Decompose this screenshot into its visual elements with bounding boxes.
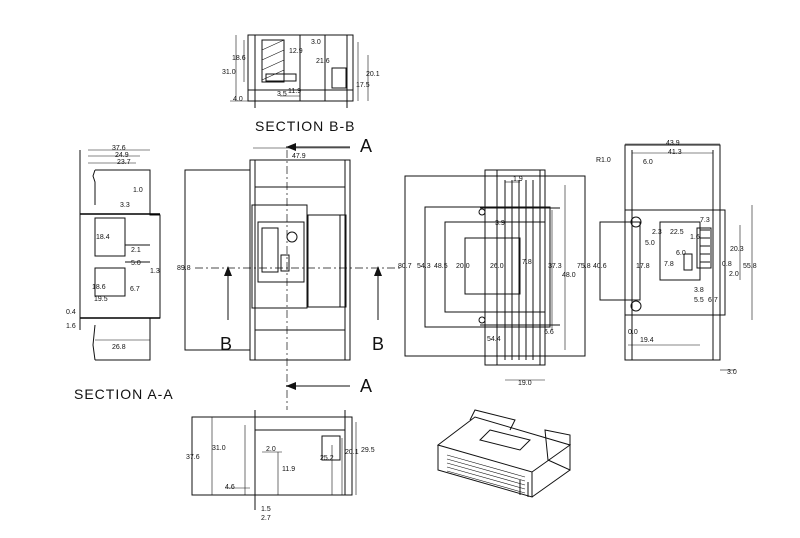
dim-aa-19-5: 19.5 — [94, 296, 108, 303]
dim-bb-3-5: 3.5 — [277, 91, 287, 98]
section-aa-label: SECTION A-A — [74, 386, 174, 402]
dim-bb-3-0: 3.0 — [311, 39, 321, 46]
dim-side-37-3: 37.3 — [548, 263, 562, 270]
dim-aa-3-3: 3.3 — [120, 202, 130, 209]
dim-bb-4-0: 4.0 — [233, 96, 243, 103]
dim-right-17-8: 17.8 — [636, 263, 650, 270]
dim-bb-11-9: 11.9 — [288, 88, 301, 95]
dim-side-1-9: 1.9 — [513, 176, 523, 183]
section-bb-view: 18.6 31.0 12.9 3.0 21.6 20.1 17.5 11.9 3… — [222, 34, 380, 134]
front-view: 47.9 89.8 A A B B — [177, 136, 400, 410]
dim-bb-31-0: 31.0 — [222, 69, 236, 76]
section-arrow-b-left: B — [220, 334, 232, 354]
dim-bottom-20-1: 20.1 — [345, 449, 359, 456]
dim-side-7-8: 7.8 — [522, 259, 532, 266]
dim-right-2-3: 2.3 — [652, 229, 662, 236]
dim-aa-18-4: 18.4 — [96, 234, 110, 241]
dim-right-20-3: 20.3 — [730, 246, 744, 253]
dim-right-19-4: 19.4 — [640, 337, 654, 344]
bottom-view: 37.6 31.0 2.0 11.9 25.2 20.1 29.5 4.6 1.… — [186, 410, 375, 522]
dim-front-47-9: 47.9 — [292, 153, 306, 160]
dim-right-55-8: 55.8 — [743, 263, 757, 270]
dim-front-89-8: 89.8 — [177, 265, 191, 272]
dim-right-1-6: 1.6 — [690, 234, 700, 241]
dim-aa-1-6: 1.6 — [66, 323, 76, 330]
dim-right-2-0: 2.0 — [729, 271, 739, 278]
section-aa-view: 37.6 24.9 23.7 1.0 3.3 18.4 2.1 5.0 1.3 … — [66, 145, 174, 402]
dim-right-0-8: 0.8 — [722, 261, 732, 268]
dim-bottom-37-6: 37.6 — [186, 454, 200, 461]
dim-right-41-3: 41.3 — [668, 149, 682, 156]
dim-right-6-7: 6.7 — [708, 297, 718, 304]
right-view: 43.9 41.3 R1.0 6.0 7.3 22.5 2.3 5.0 40.6… — [593, 140, 757, 376]
dim-bottom-31-0: 31.0 — [212, 445, 226, 452]
dim-side-20-0: 20.0 — [456, 263, 470, 270]
dim-aa-24-9: 24.9 — [115, 152, 129, 159]
dim-bb-21-6: 21.6 — [316, 58, 330, 65]
side-view: 1.9 3.9 80.7 54.3 48.5 20.0 26.0 7.8 37.… — [398, 169, 591, 387]
section-arrow-a-top: A — [360, 136, 372, 156]
dim-side-48-5: 48.5 — [434, 263, 448, 270]
dim-right-3-0: 3.0 — [727, 369, 737, 376]
dim-bb-18-6: 18.6 — [232, 55, 246, 62]
dim-bottom-29-5: 29.5 — [361, 447, 375, 454]
dim-right-r1-0: R1.0 — [596, 157, 611, 164]
dim-aa-1-3: 1.3 — [150, 268, 160, 275]
dim-right-7-8: 7.8 — [664, 261, 674, 268]
dim-bottom-2-7: 2.7 — [261, 515, 271, 522]
dim-side-54-4: 54.4 — [487, 336, 501, 343]
dim-right-6-0: 6.0 — [643, 159, 653, 166]
dim-bb-17-5: 17.5 — [356, 82, 370, 89]
dim-side-3-9: 3.9 — [495, 220, 505, 227]
dim-aa-23-7: 23.7 — [117, 159, 131, 166]
dim-aa-26-8: 26.8 — [112, 344, 126, 351]
dim-aa-2-1: 2.1 — [131, 247, 141, 254]
dim-aa-18-6: 18.6 — [92, 284, 106, 291]
section-bb-label: SECTION B-B — [255, 118, 355, 134]
section-arrow-a-bottom: A — [360, 376, 372, 396]
dim-side-54-3: 54.3 — [417, 263, 431, 270]
dim-bottom-2-0: 2.0 — [266, 446, 276, 453]
dim-side-48-0: 48.0 — [562, 272, 576, 279]
dim-right-7-3: 7.3 — [700, 217, 710, 224]
dim-side-80-7: 80.7 — [398, 263, 412, 270]
dim-bottom-1-5: 1.5 — [261, 506, 271, 513]
section-arrow-b-right: B — [372, 334, 384, 354]
dim-aa-37-6: 37.6 — [112, 145, 126, 152]
dim-aa-6-7: 6.7 — [130, 286, 140, 293]
dim-right-43-9: 43.9 — [666, 140, 680, 147]
dim-right-6-0b: 6.0 — [676, 250, 686, 257]
dim-bb-12-9: 12.9 — [289, 48, 303, 55]
dim-right-5-5: 5.5 — [694, 297, 704, 304]
dim-side-19-0: 19.0 — [518, 380, 532, 387]
dim-bottom-25-2: 25.2 — [320, 455, 334, 462]
dim-side-6-6: 6.6 — [544, 329, 554, 336]
dim-aa-0-4: 0.4 — [66, 309, 76, 316]
dim-right-5-0: 5.0 — [645, 240, 655, 247]
dim-aa-1-0: 1.0 — [133, 187, 143, 194]
dim-right-22-5: 22.5 — [670, 229, 684, 236]
isometric-view — [436, 409, 572, 498]
dim-aa-5-0: 5.0 — [131, 260, 141, 267]
dim-bb-20-1: 20.1 — [366, 71, 380, 78]
dim-side-75-8: 75.8 — [577, 263, 591, 270]
dim-side-26-0: 26.0 — [490, 263, 504, 270]
dim-bottom-4-6: 4.6 — [225, 484, 235, 491]
dim-right-40-6: 40.6 — [593, 263, 607, 270]
dim-right-0-0: 0.0 — [628, 329, 638, 336]
dim-right-3-8: 3.8 — [694, 287, 704, 294]
dim-bottom-11-9: 11.9 — [282, 466, 295, 473]
